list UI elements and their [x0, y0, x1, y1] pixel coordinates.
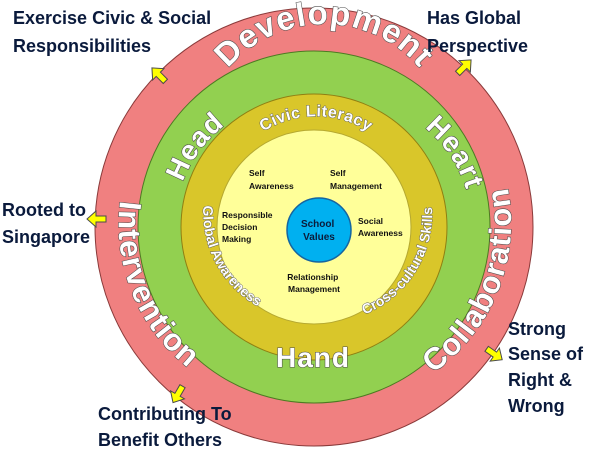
- core-relationship-management: Relationship Management: [287, 272, 340, 294]
- arrow-bottom-icon: [169, 384, 186, 404]
- outcome-bottom: Contributing To Benefit Others: [98, 404, 237, 450]
- center-circle: [286, 197, 352, 263]
- core-self-awareness: Self Awareness: [249, 168, 294, 191]
- core-responsible-decision-making: Responsible Decision Making: [222, 210, 275, 244]
- outcome-top-right: Has Global Perspective: [427, 8, 528, 56]
- arrow-top-right-icon: [454, 59, 472, 77]
- green-ring-bottom-label: Hand: [276, 342, 350, 373]
- center-label: School Values: [301, 219, 337, 243]
- outcome-left: Rooted to Singapore: [2, 200, 91, 247]
- core-social-awareness: Social Awareness: [358, 216, 403, 238]
- arrow-top-left-icon: [151, 67, 169, 85]
- outcome-right: Strong Sense of Right & Wrong: [508, 319, 588, 416]
- outcome-top-left: Exercise Civic & Social Responsibilities: [13, 8, 216, 56]
- arrow-left-icon: [86, 209, 107, 229]
- core-self-management: Self Management: [330, 168, 382, 191]
- arrow-right-icon: [484, 345, 503, 362]
